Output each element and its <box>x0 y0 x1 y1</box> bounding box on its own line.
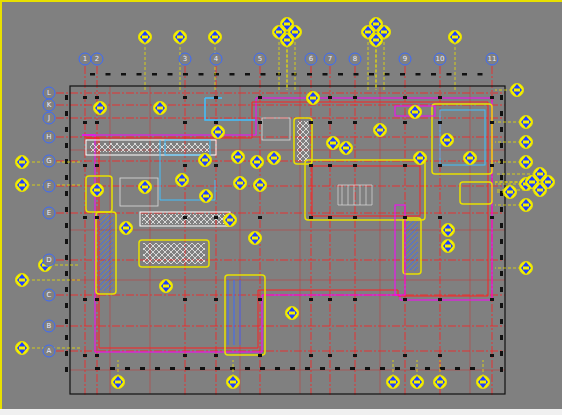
grid-axis-label: J <box>42 113 56 123</box>
grid-axis-label: A <box>42 346 56 356</box>
grid-axis-label: 1 <box>78 54 92 64</box>
grid-axis-label: E <box>42 208 56 218</box>
grid-axis-label: B <box>42 321 56 331</box>
grid-axis-label: 7 <box>323 54 337 64</box>
grid-axis-label: 5 <box>253 54 267 64</box>
grid-axis-label: 8 <box>348 54 362 64</box>
grid-axis-label: 3 <box>178 54 192 64</box>
grid-axis-label: 2 <box>90 54 104 64</box>
grid-axis-label: 10 <box>433 54 447 64</box>
grid-axis-label: C <box>42 290 56 300</box>
grid-axis-label: 11 <box>485 54 499 64</box>
grid-axis-label: 6 <box>304 54 318 64</box>
grid-axis-label: G <box>42 156 56 166</box>
grid-axis-label: K <box>42 100 56 110</box>
grid-axis-label: F <box>42 181 56 191</box>
grid-axis-label: 4 <box>209 54 223 64</box>
grid-axis-label: L <box>42 88 56 98</box>
grid-axis-label: D <box>42 255 56 265</box>
grid-axis-label: 9 <box>398 54 412 64</box>
grid-axis-label: H <box>42 132 56 142</box>
